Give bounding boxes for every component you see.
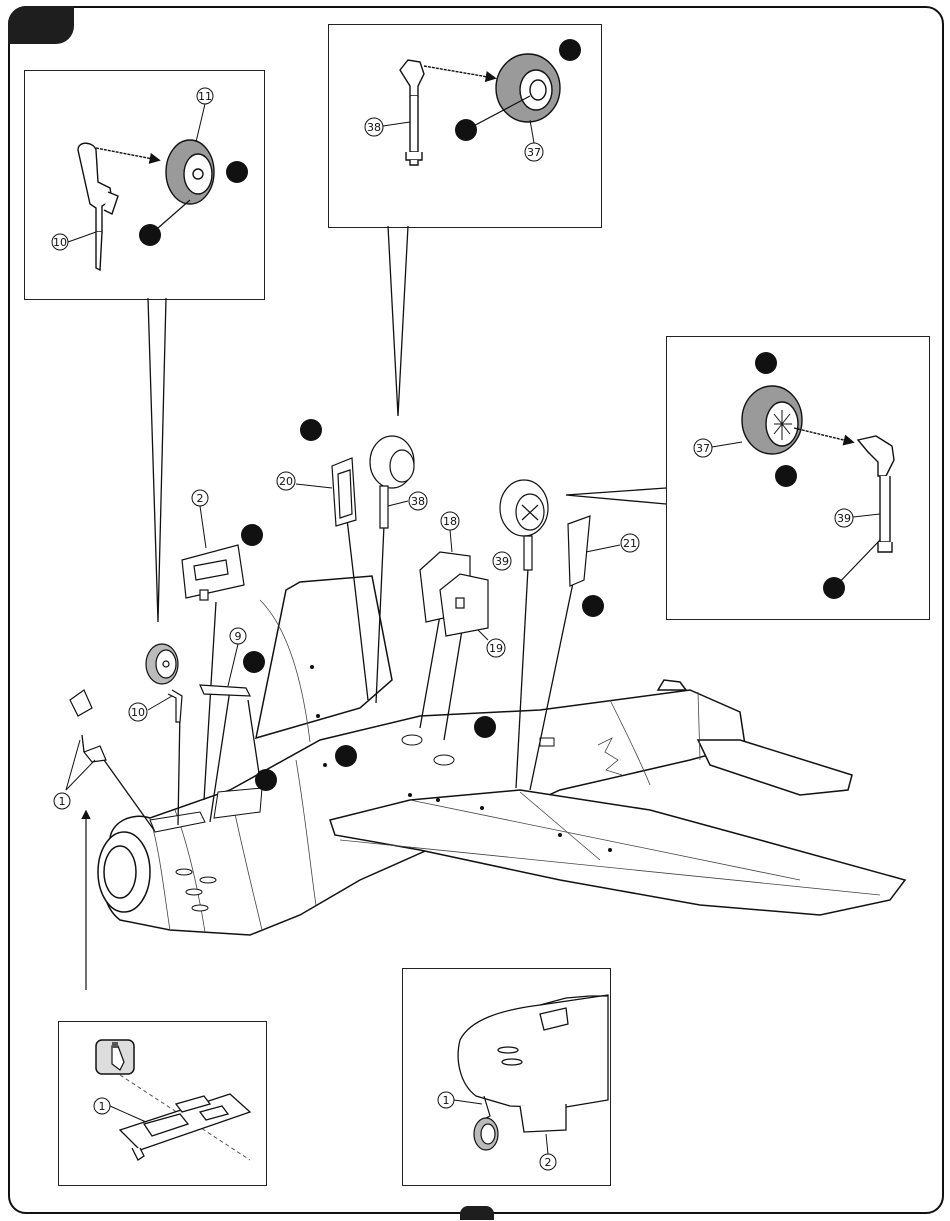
inset1-wheel (166, 140, 214, 204)
label-part-2: 2 (197, 492, 204, 505)
inset3-wheel (742, 386, 802, 454)
label-inset4-part-1: 1 (99, 1100, 106, 1113)
glue-marker (335, 745, 357, 767)
glue-marker (559, 39, 581, 61)
glue-marker (775, 465, 797, 487)
inset3-strut (858, 436, 894, 552)
aircraft-fuselage (98, 576, 905, 935)
label-part-9: 9 (235, 630, 242, 643)
label-inset5-part-1: 1 (443, 1094, 450, 1107)
part-1-pieces (70, 690, 106, 762)
inset2-strut (400, 60, 424, 165)
glue-marker (474, 716, 496, 738)
inset1-strut (78, 143, 118, 270)
label-inset1-part-10: 10 (53, 236, 67, 249)
part-2-gear-door (182, 545, 244, 600)
part-1-leader (66, 740, 95, 790)
part-18-19-doors (420, 552, 488, 636)
label-part-39: 39 (495, 555, 509, 568)
label-part-19: 19 (489, 642, 503, 655)
part-10-nose-gear (146, 644, 182, 722)
glue-marker (241, 524, 263, 546)
label-part-1: 1 (59, 795, 66, 808)
label-inset3-part-39: 39 (837, 512, 851, 525)
label-part-38: 38 (411, 495, 425, 508)
part-9-strut-arm (200, 685, 250, 696)
label-inset1-part-11: 11 (198, 90, 212, 103)
label-inset5-part-2: 2 (545, 1156, 552, 1169)
completed-fuselage (458, 995, 608, 1132)
part-1-sprue (120, 1094, 250, 1160)
label-inset3-part-37: 37 (696, 442, 710, 455)
glue-marker (243, 651, 265, 673)
completed-nose-gear (474, 1096, 498, 1150)
label-inset2-part-38: 38 (367, 121, 381, 134)
glue-marker (255, 769, 277, 791)
glue-marker (755, 352, 777, 374)
glue-marker (226, 161, 248, 183)
label-part-20: 20 (279, 475, 293, 488)
glue-marker (300, 419, 322, 441)
label-part-21: 21 (623, 537, 637, 550)
label-part-18: 18 (443, 515, 457, 528)
part-38-main-wheel (370, 436, 414, 528)
inset2-wheel (496, 54, 560, 122)
part-21-gear-door (568, 516, 590, 586)
label-inset2-part-37: 37 (527, 146, 541, 159)
part-20-gear-door (332, 458, 356, 526)
label-part-10: 10 (131, 706, 145, 719)
glue-marker (582, 595, 604, 617)
